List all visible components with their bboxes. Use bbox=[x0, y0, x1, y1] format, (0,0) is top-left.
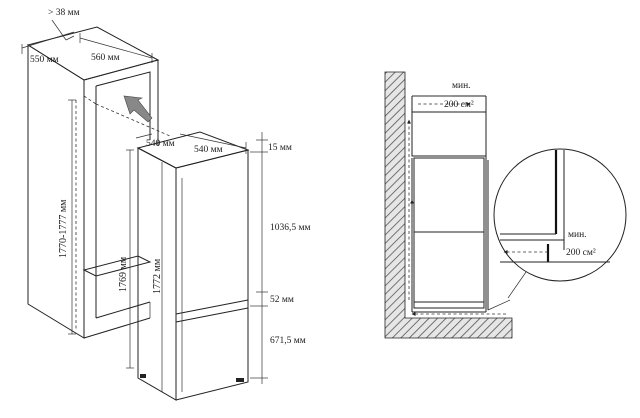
dim-unit-depth: 540 мм bbox=[135, 133, 175, 149]
label-upper-door: 1036,5 мм bbox=[270, 223, 311, 233]
vertical-airflow-arrows bbox=[407, 119, 414, 300]
niche-cabinet bbox=[26, 26, 171, 339]
label-unit-width: 540 мм bbox=[194, 145, 223, 155]
label-top-area: 200 см² bbox=[444, 100, 474, 110]
label-top-min: мин. bbox=[452, 81, 471, 91]
bottom-vent-arrows bbox=[411, 299, 511, 316]
dim-depth-gap: > 38 мм bbox=[48, 8, 80, 41]
insertion-arrow bbox=[123, 95, 153, 123]
dim-body-height: 1769 мм bbox=[118, 149, 134, 369]
label-depth-gap: > 38 мм bbox=[48, 8, 80, 18]
label-lower-door: 671,5 мм bbox=[270, 336, 306, 346]
wall-section bbox=[384, 71, 513, 339]
top-vent-arrows: мин. 200 см² bbox=[412, 81, 474, 110]
ventilation-drawing: мин. 200 см² мин. 200 см² bbox=[384, 71, 627, 339]
label-niche-depth: 550 мм bbox=[30, 55, 59, 65]
dim-niche-height: 1770-1777 мм bbox=[58, 99, 76, 335]
dim-unit-width: 540 мм bbox=[179, 133, 247, 155]
label-niche-height: 1770-1777 мм bbox=[58, 199, 69, 258]
dim-niche-width: 560 мм bbox=[79, 33, 153, 63]
label-body-height: 1769 мм bbox=[118, 256, 129, 292]
upper-cabinet bbox=[411, 111, 487, 157]
label-door-gap: 52 мм bbox=[270, 295, 294, 305]
label-unit-depth: 540 мм bbox=[146, 139, 175, 149]
appliance-side-view bbox=[411, 157, 489, 313]
niche-and-appliance-drawing: > 38 мм 550 мм 560 мм 1770-1777 мм bbox=[21, 8, 311, 401]
appliance-unit bbox=[136, 131, 250, 401]
label-bottom-area: 200 см² bbox=[566, 248, 596, 258]
dim-total-height: 1772 мм bbox=[152, 162, 163, 392]
dim-chain-right: 15 мм 1036,5 мм 52 мм 671,5 мм bbox=[250, 132, 311, 384]
dim-niche-depth: 550 мм bbox=[21, 31, 75, 65]
detail-callout: мин. 200 см² bbox=[493, 148, 627, 299]
label-total-height: 1772 мм bbox=[152, 258, 163, 294]
label-bottom-min: мин. bbox=[568, 230, 587, 240]
label-niche-width: 560 мм bbox=[91, 53, 120, 63]
label-top-gap: 15 мм bbox=[268, 143, 292, 153]
